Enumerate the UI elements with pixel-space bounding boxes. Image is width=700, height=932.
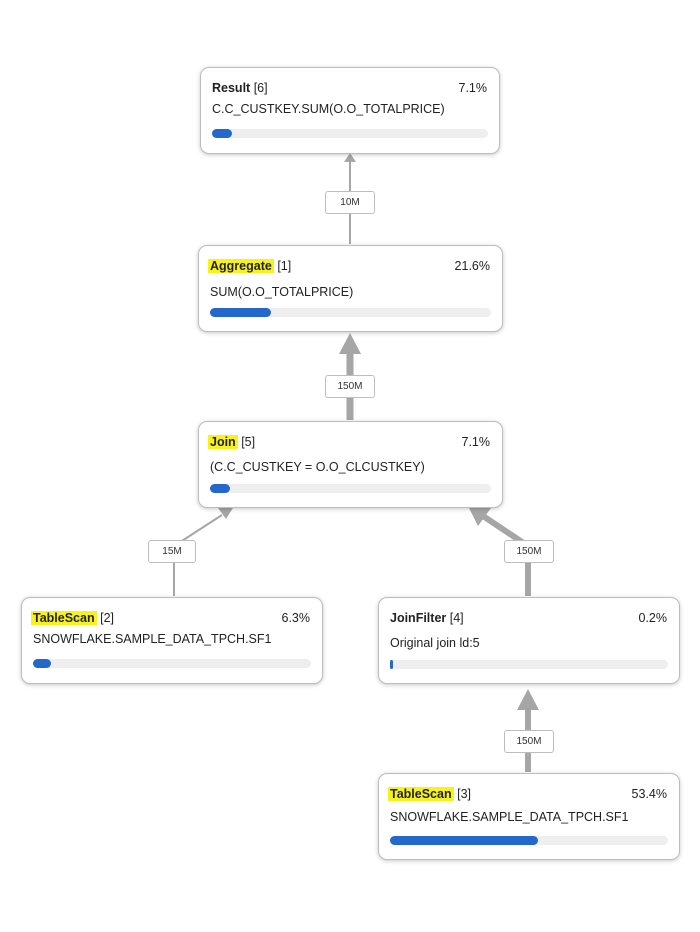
edge-label-10m: 10M [325, 191, 375, 214]
edge-label-150m: 150M [504, 730, 554, 753]
operator-id: [3] [457, 787, 471, 801]
edge-label-150m: 150M [325, 375, 375, 398]
progress-track [210, 484, 491, 493]
node-joinfilter[interactable]: JoinFilter [4] 0.2% Original join ld:5 [378, 597, 680, 684]
operator-id: [2] [100, 611, 114, 625]
operator-detail: (C.C_CUSTKEY = O.O_CLCUSTKEY) [210, 460, 425, 474]
percentage: 7.1% [461, 435, 491, 449]
progress-fill [210, 484, 230, 493]
node-aggregate[interactable]: Aggregate [1] 21.6% SUM(O.O_TOTALPRICE) [198, 245, 503, 332]
operator-id: [5] [241, 435, 256, 449]
progress-fill [390, 660, 394, 669]
operator-name: Join [208, 435, 238, 449]
operator-detail: SNOWFLAKE.SAMPLE_DATA_TPCH.SF1 [390, 810, 629, 824]
operator-detail: SNOWFLAKE.SAMPLE_DATA_TPCH.SF1 [33, 632, 272, 646]
percentage: 6.3% [281, 611, 311, 625]
progress-track [210, 308, 491, 317]
percentage: 21.6% [454, 259, 490, 273]
node-join[interactable]: Join [5] 7.1% (C.C_CUSTKEY = O.O_CLCUSTK… [198, 421, 503, 508]
percentage: 53.4% [631, 787, 667, 801]
progress-track [390, 836, 668, 845]
operator-name: TableScan [31, 611, 97, 625]
operator-detail: SUM(O.O_TOTALPRICE) [210, 285, 354, 299]
node-result[interactable]: Result [6] 7.1% C.C_CUSTKEY.SUM(O.O_TOTA… [200, 67, 500, 154]
operator-name: JoinFilter [390, 611, 447, 625]
operator-name: Aggregate [208, 259, 274, 273]
operator-detail: C.C_CUSTKEY.SUM(O.O_TOTALPRICE) [212, 102, 445, 116]
node-tablescan-3[interactable]: TableScan [3] 53.4% SNOWFLAKE.SAMPLE_DAT… [378, 773, 680, 860]
progress-fill [33, 659, 51, 668]
edge-label-15m: 15M [148, 540, 196, 563]
percentage: 0.2% [638, 611, 668, 625]
progress-track [33, 659, 311, 668]
operator-id: [1] [277, 259, 292, 273]
progress-fill [210, 308, 271, 317]
operator-name: Result [212, 81, 251, 95]
operator-id: [4] [449, 611, 464, 625]
progress-fill [212, 129, 232, 138]
operator-name: TableScan [388, 787, 454, 801]
percentage: 7.1% [458, 81, 488, 95]
operator-detail: Original join ld:5 [390, 636, 480, 650]
progress-track [212, 129, 488, 138]
operator-id: [6] [253, 81, 268, 95]
progress-fill [390, 836, 539, 845]
edge-label-150m: 150M [504, 540, 554, 563]
node-tablescan-2[interactable]: TableScan [2] 6.3% SNOWFLAKE.SAMPLE_DATA… [21, 597, 323, 684]
progress-track [390, 660, 668, 669]
